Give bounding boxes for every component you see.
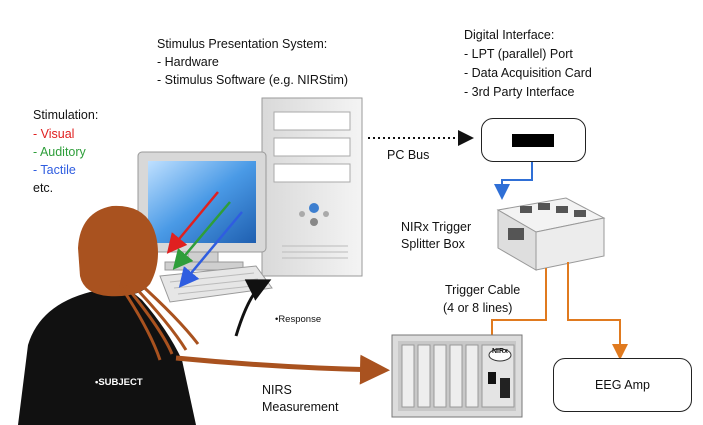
pc-tower [261,97,363,277]
digital-interface-item: - LPT (parallel) Port [464,47,573,61]
stimulus-system-title: Stimulus Presentation System: [157,37,328,51]
stimulation-auditory: - Auditory [33,145,86,159]
digital-interface-item: - Data Acquisition Card [464,66,592,80]
splitter-box [496,197,606,271]
response-label: •Response [275,314,322,325]
eeg-amp-label: EEG Amp [595,378,650,392]
eeg-amp-box: EEG Amp [553,358,692,412]
nirs-measurement-arrow [175,354,390,385]
stimulation-etc: etc. [33,181,54,195]
interface-slot [512,134,554,147]
subject-label: •SUBJECT [95,377,143,388]
trigger-cable-eeg [567,262,628,360]
subject-silhouette [18,205,200,425]
stimulation-visual: - Visual [33,127,75,141]
splitter-label-line2: Splitter Box [401,237,465,251]
trigger-cable-line1: Trigger Cable [445,283,521,297]
nirs-device [391,334,523,418]
digital-interface-item: - 3rd Party Interface [464,85,575,99]
digital-interface-box [481,118,586,162]
pc-bus-label: PC Bus [387,148,430,162]
digital-interface-title: Digital Interface: [464,28,555,42]
monitor [137,151,267,271]
interface-to-splitter [494,162,533,200]
stimulus-system-item: - Stimulus Software (e.g. NIRStim) [157,73,349,87]
response-arrow [234,279,272,337]
visual-arrow [166,191,219,254]
stimulation-title: Stimulation: [33,108,99,122]
auditory-arrow [172,201,231,270]
tactile-arrow [178,211,243,288]
keyboard [159,265,273,303]
stimulus-system-item: - Hardware [157,55,219,69]
nirx-logo: NIRx [492,348,508,355]
stimulation-tactile: - Tactile [33,163,76,177]
splitter-label-line1: NIRx Trigger [401,220,472,234]
nirs-measurement-line1: NIRS [262,383,292,397]
nirs-measurement-line2: Measurement [262,400,339,414]
trigger-cable-line2: (4 or 8 lines) [443,301,513,315]
